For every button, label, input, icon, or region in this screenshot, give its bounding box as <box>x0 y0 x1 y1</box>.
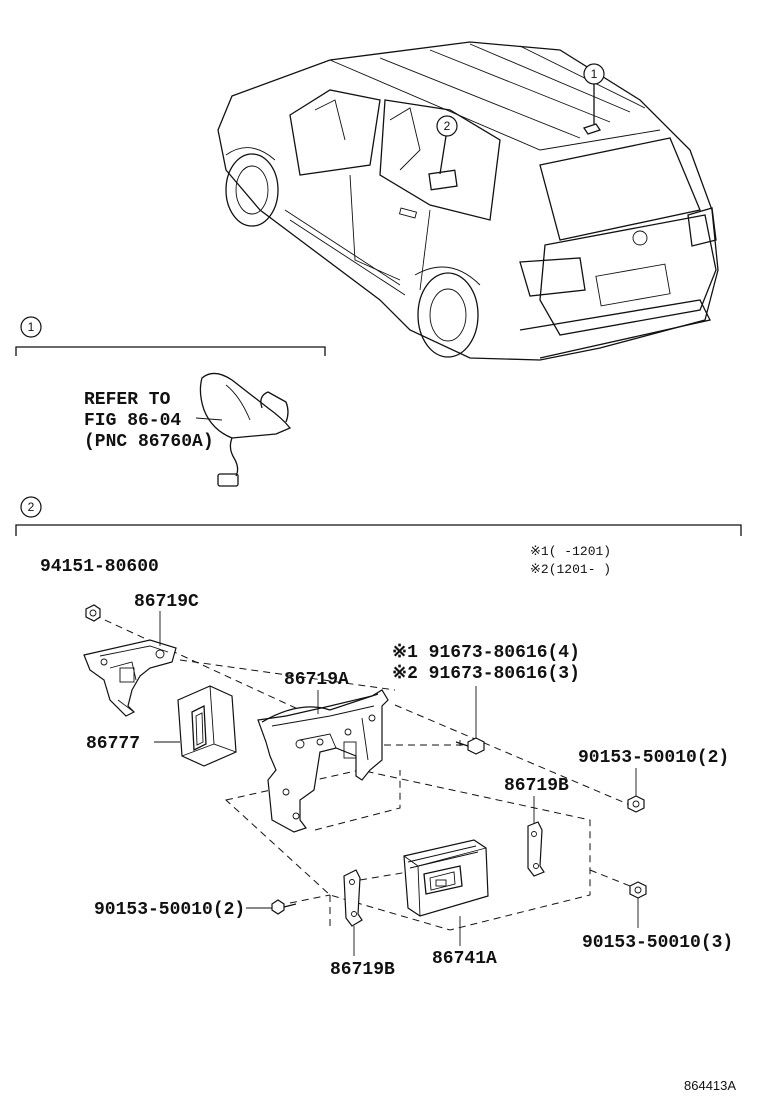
screw-right-bottom <box>629 881 647 899</box>
label-nut-94151-80600: 94151-80600 <box>40 557 159 577</box>
nut-94151-80600 <box>85 604 101 622</box>
label-screw-left: 90153-50010(2) <box>94 900 245 920</box>
bracket-86719B-left <box>343 869 363 927</box>
label-bracket-86719B-right: 86719B <box>504 776 569 796</box>
screw-left <box>271 899 297 915</box>
receiver-86741A <box>403 839 489 917</box>
reference-line-3: (PNC 86760A) <box>84 432 214 452</box>
section-1-badge: 1 <box>20 316 42 338</box>
label-module-86777: 86777 <box>86 734 140 754</box>
vehicle-callout-2: 2 <box>436 115 458 175</box>
screw-right-top <box>627 795 645 813</box>
reference-line-1: REFER TO <box>84 390 171 410</box>
note-1: ※1( -1201) <box>530 544 611 559</box>
figure-code: 864413A <box>684 1078 736 1093</box>
module-86777 <box>177 685 237 767</box>
reference-line-2: FIG 86-04 <box>84 411 181 431</box>
bracket-86719A <box>257 689 389 833</box>
section-2-divider <box>15 524 742 536</box>
vehicle-illustration <box>217 41 719 361</box>
label-bracket-86719C: 86719C <box>134 592 199 612</box>
section-1-divider <box>15 346 326 356</box>
section-1-badge-label: 1 <box>28 320 35 334</box>
section-2-badge-label: 2 <box>28 500 35 514</box>
reference-text: REFER TO FIG 86-04 (PNC 86760A) <box>84 390 214 452</box>
label-receiver-86741A: 86741A <box>432 949 497 969</box>
bracket-86719C <box>83 639 177 717</box>
section-2-badge: 2 <box>20 496 42 518</box>
label-screw-right-top: 90153-50010(2) <box>578 748 729 768</box>
label-bolt-note-2: ※2 91673-80616(3) <box>392 664 580 684</box>
vehicle-callout-2-label: 2 <box>444 119 451 133</box>
roof-antenna-drawing <box>195 372 292 487</box>
note-2: ※2(1201- ) <box>530 562 611 577</box>
bolt-91673-80616 <box>455 737 485 755</box>
bracket-86719B-right <box>527 821 545 877</box>
label-bracket-86719B-left: 86719B <box>330 960 395 980</box>
vehicle-callout-1-label: 1 <box>591 67 598 81</box>
label-screw-right-bottom: 90153-50010(3) <box>582 933 733 953</box>
label-bracket-86719A: 86719A <box>284 670 349 690</box>
label-bolt-note-1: ※1 91673-80616(4) <box>392 643 580 663</box>
vehicle-callout-1: 1 <box>583 63 605 124</box>
